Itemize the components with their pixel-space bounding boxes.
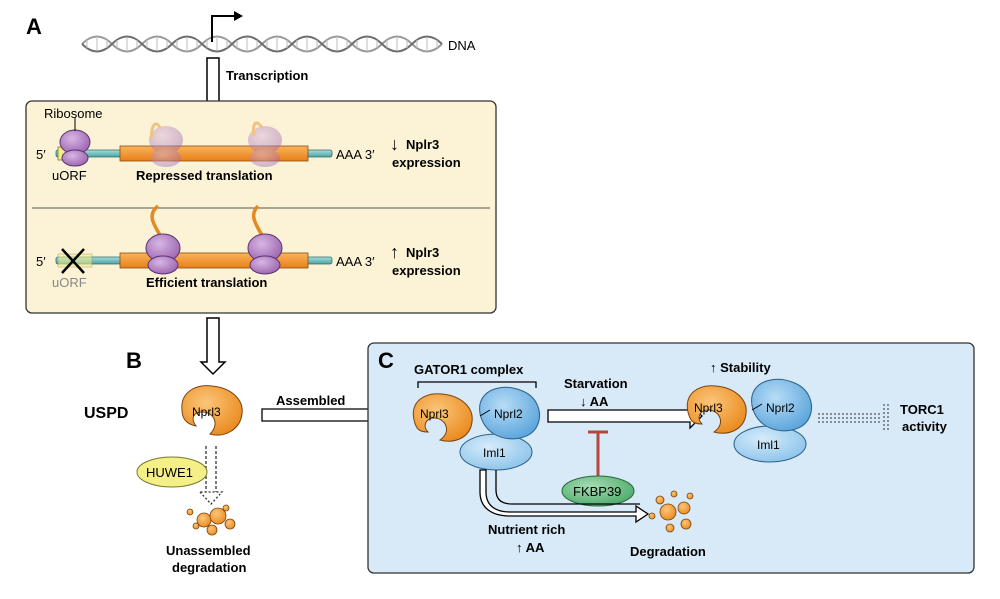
repressed-uorf-label: uORF xyxy=(52,168,87,183)
panel-a-label: A xyxy=(26,14,42,39)
gator1-nprl3-label: Nprl3 xyxy=(420,407,449,421)
starvation-label: Starvation xyxy=(564,376,628,391)
repressed-five-prime: 5′ xyxy=(36,147,46,162)
panel-b-label: B xyxy=(126,348,142,373)
panel-c-label: C xyxy=(378,348,394,373)
starvation-aa-label: ↓ AA xyxy=(580,394,609,409)
huwe1-label: HUWE1 xyxy=(146,465,193,480)
degraded-fragments-b xyxy=(186,504,236,536)
gator1-nprl2-pointer xyxy=(479,409,491,417)
stable-gator1-complex xyxy=(686,378,812,463)
faded-ribosome-1 xyxy=(149,122,183,167)
gator1-complex-label: GATOR1 complex xyxy=(414,362,524,377)
efficient-expression-arrow: ↑ xyxy=(390,242,399,262)
ribosome-uorf xyxy=(59,129,91,167)
nutrient-rich-label: Nutrient rich xyxy=(488,522,565,537)
uspd-label: USPD xyxy=(84,405,128,422)
fkbp39-inhibition-icon xyxy=(588,430,608,476)
gator1-complex xyxy=(412,386,540,471)
stable-nprl2-pointer xyxy=(751,403,763,411)
faded-ribosome-2 xyxy=(248,121,282,167)
assembled-label: Assembled xyxy=(276,393,345,408)
efficient-five-prime: 5′ xyxy=(36,254,46,269)
gator1-nprl2-label: Nprl2 xyxy=(494,407,523,421)
efficient-three-prime: AAA 3′ xyxy=(336,254,375,269)
efficient-translation-label: Efficient translation xyxy=(146,275,267,290)
ribosome-label: Ribosome xyxy=(44,106,103,121)
degradation-label: Degradation xyxy=(630,544,706,559)
repressed-expression-word: expression xyxy=(392,155,461,170)
dna-helix xyxy=(81,35,443,53)
torc1-activity-label: activity xyxy=(902,419,948,434)
repressed-expression-arrow: ↓ xyxy=(390,134,399,154)
stable-iml1-label: Iml1 xyxy=(757,438,780,452)
active-ribosome-1 xyxy=(145,204,181,275)
stable-nprl3-label: Nprl3 xyxy=(694,401,723,415)
gator1-bracket xyxy=(417,381,537,388)
gator1-iml1-label: Iml1 xyxy=(483,446,506,460)
dna-label: DNA xyxy=(448,38,476,53)
active-ribosome-2 xyxy=(247,204,283,275)
repressed-three-prime: AAA 3′ xyxy=(336,147,375,162)
efficient-expression-gene: Nplr3 xyxy=(406,245,439,260)
promoter-arrow-icon xyxy=(211,11,243,42)
huwe1-protein xyxy=(136,456,208,488)
panel-a-to-b-arrow-icon xyxy=(199,317,227,376)
unassembled-degradation-line2: degradation xyxy=(172,560,246,575)
fkbp39-protein xyxy=(561,475,635,507)
transcription-label: Transcription xyxy=(226,68,308,83)
nutrient-rich-aa-label: ↑ AA xyxy=(516,540,545,555)
nprl3-free-label: Nprl3 xyxy=(192,405,221,419)
stability-label: ↑ Stability xyxy=(710,360,771,375)
degraded-fragments-c xyxy=(648,490,694,533)
panel-c-box xyxy=(367,342,975,574)
nutrient-rich-arrow-icon xyxy=(479,469,650,524)
unassembled-degradation-line1: Unassembled xyxy=(166,543,251,558)
efficient-uorf-label: uORF xyxy=(52,275,87,290)
nprl3-free-protein xyxy=(181,385,243,436)
repressed-translation-label: Repressed translation xyxy=(136,168,273,183)
fkbp39-label: FKBP39 xyxy=(573,484,621,499)
torc1-inhibition-icon xyxy=(818,404,889,432)
blocked-uorf-x-icon xyxy=(61,248,85,274)
torc1-label: TORC1 xyxy=(900,402,944,417)
stable-nprl2-label: Nprl2 xyxy=(766,401,795,415)
repressed-expression-gene: Nplr3 xyxy=(406,137,439,152)
efficient-expression-word: expression xyxy=(392,263,461,278)
